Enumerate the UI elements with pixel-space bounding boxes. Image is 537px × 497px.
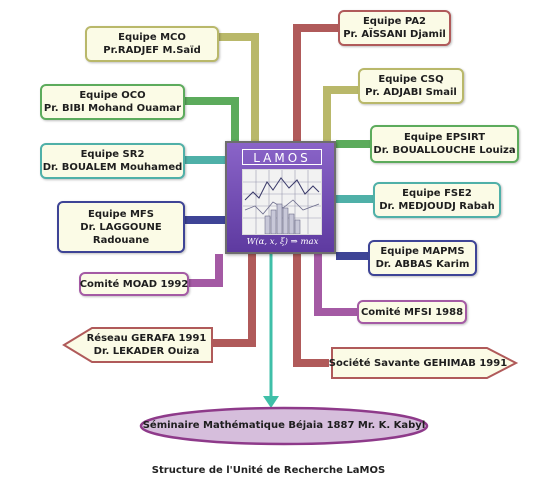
team-head: Pr.RADJEF M.Saïd	[103, 45, 201, 56]
team-head: Dr. ABBAS Karim	[375, 259, 470, 270]
team-box-csq: Equipe CSQ Pr. ADJABI Smail	[358, 68, 464, 104]
team-name: Equipe MCO	[118, 32, 186, 43]
team-head: Dr. LAGGOUNE	[80, 221, 162, 233]
network-name: Réseau GERAFA 1991	[86, 333, 207, 344]
committee-box-mfsi: Comité MFSI 1988	[357, 300, 467, 324]
diagram-caption: Structure de l'Unité de Recherche LaMOS	[151, 465, 386, 476]
lamos-logo: LAMOS W(α, x, ξ) ⇒ max	[225, 141, 336, 254]
team-box-mfs: Equipe MFS Dr. LAGGOUNE Radouane	[57, 201, 185, 253]
team-box-sr2: Equipe SR2 Dr. BOUALEM Mouhamed	[40, 143, 185, 179]
committee-label: Comité MOAD 1992	[79, 278, 189, 290]
seminar-ellipse: Séminaire Mathématique Béjaia 1887 Mr. K…	[138, 405, 430, 447]
team-head: Pr. BIBI Mohand Ouamar	[43, 103, 182, 114]
lamos-formula: W(α, x, ξ) ⇒ max	[246, 237, 319, 247]
team-box-mapms: Equipe MAPMS Dr. ABBAS Karim	[368, 240, 477, 276]
team-head: Pr. AÏSSANI Djamil	[343, 29, 446, 40]
team-name: Equipe OCO	[79, 90, 146, 101]
committee-label: Comité MFSI 1988	[360, 306, 464, 318]
team-box-fse2: Equipe FSE2 Dr. MEDJOUDJ Rabah	[373, 182, 501, 218]
team-box-epsirt: Equipe EPSIRT Dr. BOUALLOUCHE Louiza	[370, 125, 519, 163]
team-name: Equipe MFS	[88, 208, 154, 220]
society-label: Société Savante GEHIMAB 1991	[328, 357, 508, 369]
team-box-oco: Equipe OCO Pr. BIBI Mohand Ouamar	[40, 84, 185, 120]
society-ribbon-gehimab: Société Savante GEHIMAB 1991	[329, 345, 519, 381]
team-name: Equipe MAPMS	[380, 246, 465, 257]
network-head: Dr. LEKADER Ouiza	[93, 346, 200, 357]
team-name: Equipe FSE2	[402, 188, 472, 199]
team-name: Equipe CSQ	[378, 74, 444, 85]
team-box-pa2: Equipe PA2 Pr. AÏSSANI Djamil	[338, 10, 451, 46]
team-head: Dr. BOUALEM Mouhamed	[42, 162, 183, 173]
lamos-graph-icon	[242, 169, 322, 235]
committee-box-moad: Comité MOAD 1992	[79, 272, 189, 296]
team-head: Dr. MEDJOUDJ Rabah	[379, 201, 495, 212]
seminar-label: Séminaire Mathématique Béjaia 1887 Mr. K…	[142, 420, 426, 431]
team-name: Equipe EPSIRT	[403, 132, 486, 143]
lamos-title: LAMOS	[242, 149, 322, 165]
network-ribbon-gerafa: Réseau GERAFA 1991 Dr. LEKADER Ouiza	[62, 325, 215, 365]
team-head: Pr. ADJABI Smail	[365, 87, 457, 98]
team-name: Equipe PA2	[362, 16, 427, 27]
team-name: Equipe SR2	[80, 149, 145, 160]
team-head-continued: Radouane	[92, 234, 150, 246]
team-head: Dr. BOUALLOUCHE Louiza	[373, 145, 516, 156]
team-box-mco: Equipe MCO Pr.RADJEF M.Saïd	[85, 26, 219, 62]
